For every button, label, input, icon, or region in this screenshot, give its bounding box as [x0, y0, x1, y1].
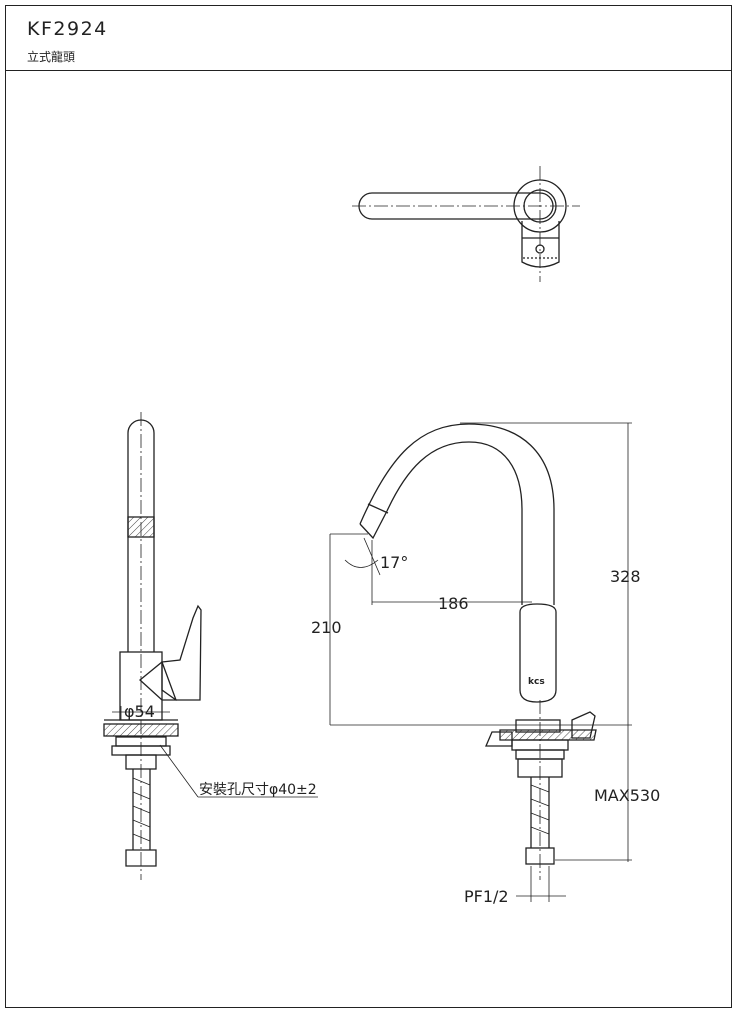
top-view	[352, 166, 580, 282]
handle-top-outline	[521, 221, 560, 268]
dim-angle-arc	[344, 559, 379, 568]
front-view	[330, 423, 632, 880]
drawing-frame	[5, 5, 732, 1008]
front-body	[519, 603, 557, 703]
reach-label: 186	[438, 594, 469, 613]
spout-tip	[359, 510, 388, 540]
title-block: KF2924 立式龍頭	[5, 5, 732, 71]
side-lever-joint	[139, 660, 177, 701]
side-shank	[125, 754, 157, 770]
base-diameter-label: φ54	[124, 702, 155, 721]
total-height-label: 328	[610, 567, 641, 586]
spout-inner-curve	[386, 441, 523, 605]
side-aerator	[127, 516, 155, 538]
side-counter-section	[103, 723, 179, 737]
dimension-lines	[329, 422, 632, 902]
side-lever-handle	[161, 604, 202, 701]
side-hose-fitting	[125, 849, 157, 867]
install-hole-label: 安裝孔尺寸φ40±2	[199, 782, 317, 798]
spout-top-outline	[358, 192, 554, 220]
side-hose-braid	[132, 777, 151, 842]
spout-outer-curve	[359, 423, 555, 605]
dim-angle-leader	[363, 537, 381, 576]
hose-length-label: MAX530	[594, 786, 660, 805]
front-handle-stub	[571, 711, 596, 739]
product-name: 立式龍頭	[27, 50, 76, 64]
model-number: KF2924	[27, 18, 108, 40]
handle-screw	[535, 244, 545, 254]
body-outer-circle	[513, 179, 567, 233]
front-left-profile	[485, 731, 513, 747]
angle-label: 17°	[380, 553, 408, 572]
side-view	[103, 412, 318, 880]
body-inner-circle	[523, 189, 557, 223]
install-hole-leader	[159, 744, 199, 798]
side-spout-tube	[127, 419, 155, 652]
spout-height-label: 210	[311, 618, 342, 637]
thread-label: PF1/2	[464, 887, 509, 906]
brand-logo: kcs	[528, 677, 545, 687]
aerator-line	[367, 503, 389, 514]
